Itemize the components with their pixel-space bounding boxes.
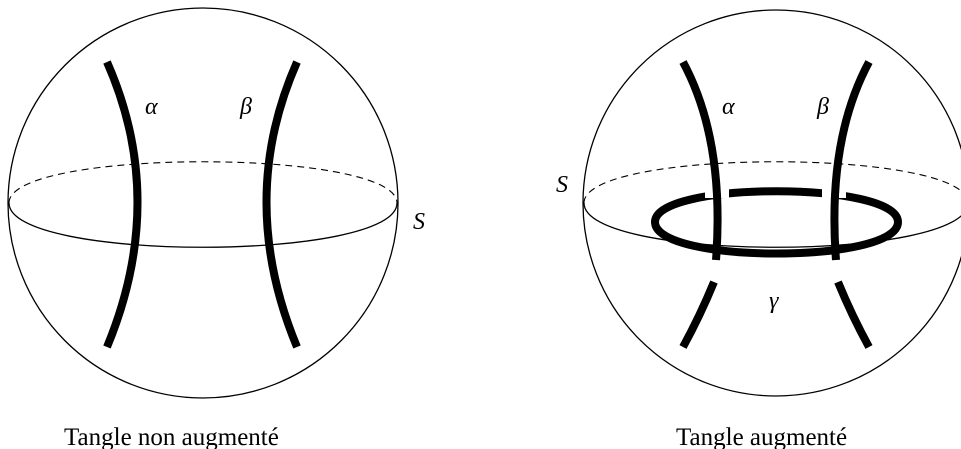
- right-gamma-label: γ: [769, 288, 779, 314]
- left-alpha-strand: [103, 60, 142, 349]
- right-sphere-label: S: [556, 172, 568, 198]
- right-gamma-ring-front: [651, 220, 902, 258]
- left-sphere-label: S: [413, 209, 425, 235]
- right-caption: Tangle augmenté: [676, 424, 847, 449]
- right-sphere-outline: [582, 9, 961, 397]
- right-beta-label: β: [816, 94, 829, 120]
- left-figure: α β S Tangle non augmenté: [7, 7, 425, 449]
- right-beta-strand-lower: [834, 280, 873, 349]
- left-beta-label: β: [239, 94, 252, 120]
- right-alpha-label: α: [722, 94, 735, 120]
- right-alpha-strand-upper: [679, 60, 722, 261]
- left-alpha-label: α: [145, 94, 158, 120]
- right-alpha-strand-lower: [679, 280, 718, 349]
- right-beta-strand-upper: [830, 60, 873, 261]
- right-gamma-ring-back: [651, 187, 902, 224]
- left-equator-front: [8, 202, 398, 248]
- right-equator-front: [583, 202, 961, 248]
- right-equator-back: [583, 161, 961, 204]
- left-caption: Tangle non augmenté: [64, 424, 279, 449]
- right-figure: α β γ S Tangle augmenté: [556, 9, 961, 449]
- left-sphere-outline: [7, 7, 399, 399]
- left-beta-strand: [262, 60, 301, 349]
- left-equator-back: [8, 161, 398, 204]
